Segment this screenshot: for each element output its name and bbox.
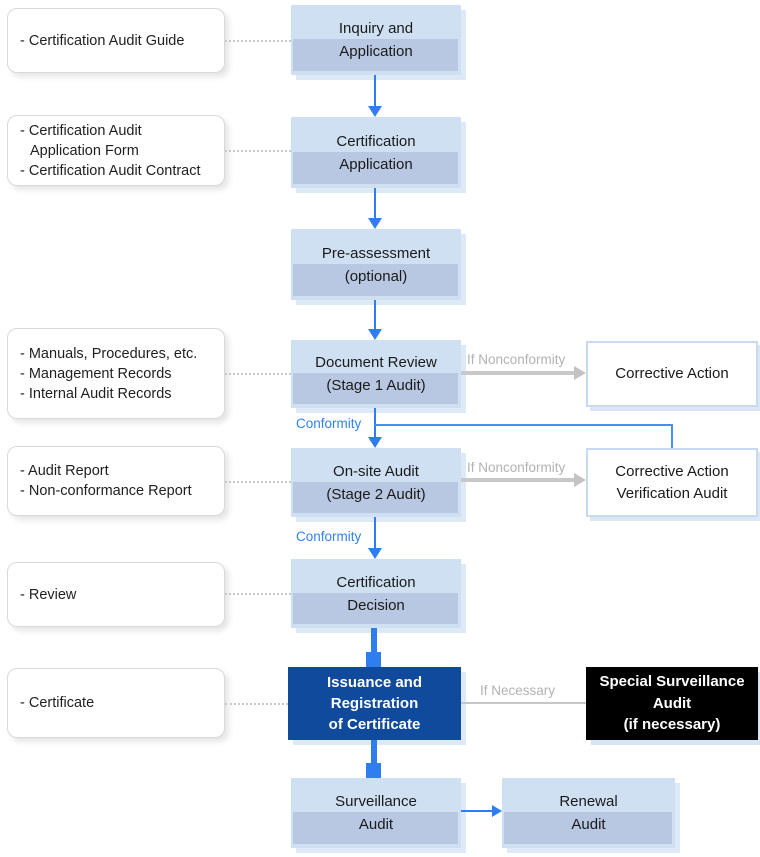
note-audit-reports: - Audit Report - Non-conformance Report	[7, 446, 225, 516]
arrow-square-head	[366, 763, 381, 778]
box-label: Corrective Action	[615, 462, 729, 480]
step-label: Inquiry and	[338, 20, 414, 37]
label-if-necessary: If Necessary	[480, 683, 556, 698]
step-document-review: Document Review (Stage 1 Audit)	[291, 340, 461, 408]
step-label: (Stage 1 Audit)	[326, 377, 426, 394]
box-corrective-action: Corrective Action	[586, 341, 758, 407]
label-if-nonconformity: If Nonconformity	[467, 352, 566, 367]
note-line: - Manuals, Procedures, etc.	[20, 345, 198, 362]
note-line: - Certification Audit Application Form	[20, 122, 142, 159]
note-line: - Certification Audit Contract	[20, 162, 201, 179]
box-label: Audit	[571, 816, 606, 833]
box-renewal-audit: Renewal Audit	[502, 778, 675, 848]
gray-arrow-stem	[461, 371, 575, 375]
arrow-down-icon	[368, 106, 382, 117]
flow-arrow-stem-thick	[371, 740, 377, 765]
arrow-down-icon	[368, 329, 382, 340]
note-line: - Management Records	[20, 365, 172, 382]
step-certification-decision: Certification Decision	[291, 559, 461, 628]
step-band	[293, 373, 458, 404]
step-band	[293, 592, 458, 624]
arrow-down-icon	[368, 437, 382, 448]
step-pre-assessment: Pre-assessment (optional)	[291, 229, 461, 300]
dotted-connector	[225, 373, 291, 375]
flow-arrow-stem	[374, 75, 376, 106]
step-label: Application	[339, 43, 413, 60]
flow-arrow-stem-thick	[371, 628, 377, 654]
dotted-connector	[225, 150, 291, 152]
box-label: Renewal	[559, 793, 618, 810]
step-label: Document Review	[315, 354, 437, 371]
box-label: Verification Audit	[616, 484, 728, 502]
step-certification-application: Certification Application	[291, 117, 461, 188]
step-label: (optional)	[344, 267, 408, 285]
note-line: - Certificate	[20, 695, 95, 711]
flow-arrow-stem	[374, 300, 376, 329]
step-on-site-audit: On-site Audit (Stage 2 Audit)	[291, 448, 461, 517]
arrow-right-icon	[574, 366, 586, 380]
flow-arrow-stem	[374, 517, 376, 548]
note-application-form-contract: - Certification Audit Application Form -…	[7, 115, 225, 186]
step-label: Surveillance	[335, 793, 417, 810]
arrow-right-icon	[574, 473, 586, 487]
arrow-down-icon	[368, 218, 382, 229]
dotted-connector	[225, 481, 291, 483]
flow-arrow-stem	[461, 810, 493, 812]
note-review: - Review	[7, 562, 225, 627]
dotted-connector	[225, 593, 291, 595]
step-band	[504, 812, 672, 844]
step-label: Pre-assessment	[321, 244, 431, 262]
label-if-nonconformity: If Nonconformity	[467, 460, 566, 475]
step-label: On-site Audit	[333, 462, 419, 480]
step-band	[293, 481, 458, 513]
step-label: (Stage 2 Audit)	[326, 485, 426, 503]
note-certification-audit-guide: - Certification Audit Guide	[7, 8, 225, 73]
arrow-square-head	[366, 652, 381, 667]
note-line: - Internal Audit Records	[20, 385, 172, 402]
flow-arrow-stem	[374, 408, 376, 437]
step-label: of Certificate	[328, 716, 421, 733]
note-line: - Review	[20, 586, 77, 603]
gray-arrow-stem	[461, 478, 575, 482]
box-label: Special Surveillance	[599, 673, 745, 691]
step-label: Audit	[358, 816, 394, 833]
note-manuals-records: - Manuals, Procedures, etc. - Management…	[7, 328, 225, 419]
step-band	[293, 39, 458, 71]
dotted-connector	[225, 40, 291, 42]
flow-arrow-stem	[374, 188, 376, 218]
box-label: (if necessary)	[623, 716, 721, 734]
box-corrective-action-verification: Corrective Action Verification Audit	[586, 448, 758, 517]
feedback-line-horizontal	[375, 424, 673, 426]
box-label: Audit	[652, 694, 692, 712]
label-conformity: Conformity	[296, 416, 362, 431]
arrow-right-icon	[492, 805, 502, 817]
step-surveillance-audit: Surveillance Audit	[291, 778, 461, 848]
step-label: Certification	[336, 132, 416, 150]
step-band	[293, 263, 458, 296]
note-line: - Audit Report	[20, 463, 109, 479]
note-line: - Certification Audit Guide	[20, 32, 185, 49]
note-line: - Non-conformance Report	[20, 483, 192, 499]
step-label: Decision	[347, 596, 405, 614]
step-label: Application	[339, 155, 413, 173]
step-band	[293, 812, 458, 844]
step-label: Issuance and	[326, 674, 423, 691]
step-band	[293, 151, 458, 184]
dotted-connector	[225, 703, 288, 705]
feedback-line-vertical	[671, 424, 673, 448]
step-label: Certification	[336, 573, 416, 591]
label-conformity: Conformity	[296, 529, 362, 544]
step-inquiry-and-application: Inquiry and Application	[291, 5, 461, 75]
step-issuance-and-registration: Issuance and Registration of Certificate	[288, 667, 461, 740]
step-label: Registration	[330, 695, 419, 712]
box-special-surveillance-audit: Special Surveillance Audit (if necessary…	[586, 667, 758, 740]
gray-connector-line	[461, 702, 586, 704]
box-label: Corrective Action	[615, 365, 729, 382]
arrow-down-icon	[368, 548, 382, 559]
note-certificate: - Certificate	[7, 668, 225, 738]
